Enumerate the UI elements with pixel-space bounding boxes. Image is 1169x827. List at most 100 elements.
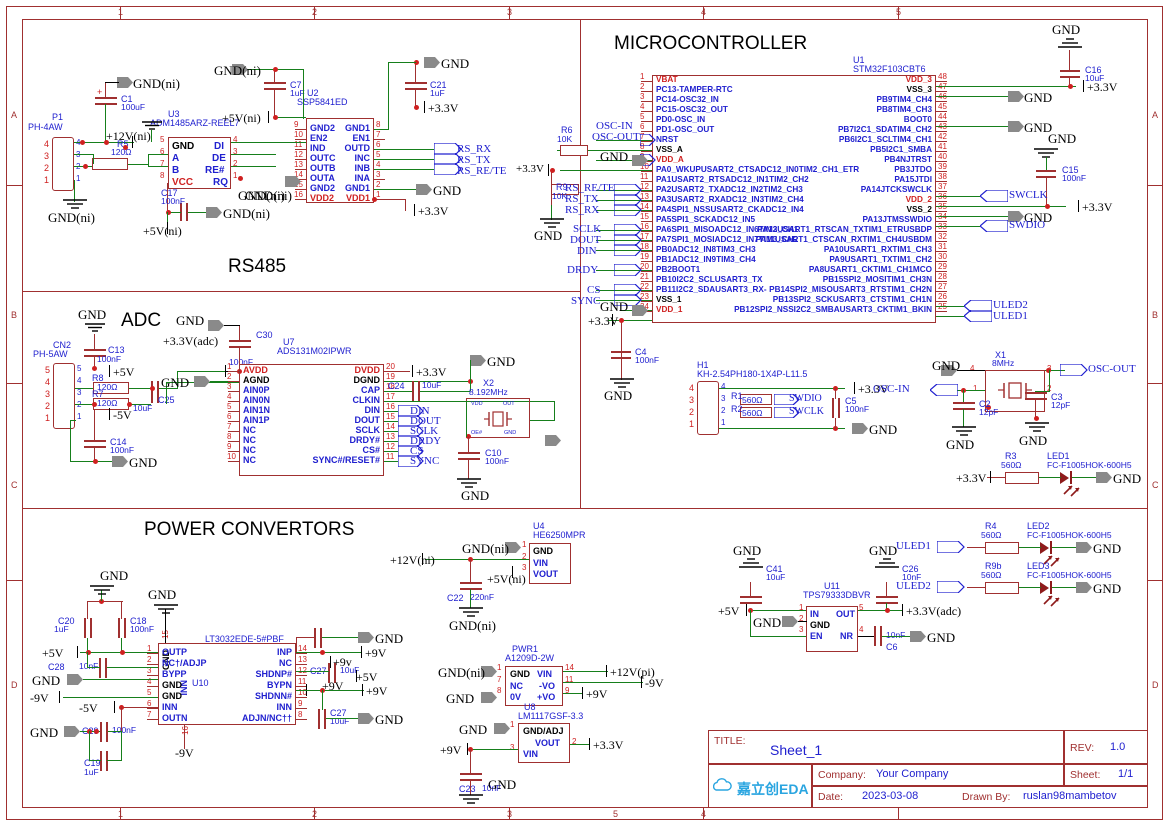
wire — [936, 86, 1076, 88]
component-u3-body[interactable] — [168, 137, 231, 189]
wire — [159, 388, 178, 390]
gnd-arrow-icon — [481, 666, 497, 677]
wire — [107, 667, 158, 669]
c14-refdes: C16 — [1085, 65, 1102, 75]
port-osc-in[interactable] — [930, 384, 958, 396]
port-sclk[interactable] — [398, 425, 424, 437]
port-uled1[interactable] — [964, 310, 992, 322]
c23-value: 10uF — [133, 403, 153, 413]
component-u11-body[interactable] — [806, 606, 858, 652]
c30-plate-bottom — [740, 602, 762, 604]
port-uled1[interactable] — [937, 541, 965, 553]
port-sync[interactable] — [614, 294, 642, 306]
port-din[interactable] — [614, 244, 642, 256]
port-uled2[interactable] — [937, 581, 965, 593]
gnd-label: GND — [600, 149, 629, 164]
component-u7-body[interactable] — [239, 364, 384, 476]
led1-symbol[interactable] — [1060, 472, 1069, 484]
junction — [120, 650, 125, 655]
port-rs-tx[interactable] — [434, 153, 462, 165]
h1-pinnum-2: 2 — [721, 406, 726, 415]
port-dout[interactable] — [614, 234, 642, 246]
u1-pinnum-15: 15 — [640, 212, 649, 221]
port-drdy[interactable] — [614, 264, 642, 276]
port-swdio[interactable] — [980, 220, 1008, 232]
wire — [87, 601, 123, 603]
port-cs[interactable] — [614, 284, 642, 296]
component-r9[interactable] — [551, 184, 579, 195]
port-din[interactable] — [398, 405, 424, 417]
port-swclk[interactable] — [980, 190, 1008, 202]
wire — [1039, 477, 1061, 479]
u10-pinnum-9: 9 — [298, 699, 303, 708]
component-r8[interactable] — [93, 382, 129, 394]
company-value: Your Company — [876, 768, 949, 780]
frame-zone-bottom-5: 5 — [613, 809, 619, 819]
gnd-label: GND — [1052, 22, 1081, 37]
component-r1[interactable] — [740, 394, 772, 405]
gnd-symbol — [1057, 36, 1083, 55]
c7-value: 1uF — [290, 88, 305, 98]
port-sync[interactable] — [398, 455, 424, 467]
u10-pin-7: OUTN — [162, 713, 188, 723]
u1-pinnum-38: 38 — [938, 172, 947, 181]
port-rs-rx[interactable] — [434, 143, 462, 155]
cn2-pinnum-4: 4 — [77, 376, 82, 385]
pin-leg — [147, 653, 158, 655]
u10-pinnum-2: 2 — [147, 655, 152, 664]
u1-pinnum-24: 24 — [640, 302, 649, 311]
port-osc-out[interactable] — [640, 154, 656, 166]
component-u10-body[interactable] — [158, 643, 296, 725]
port-swclk[interactable] — [774, 407, 800, 418]
wire — [231, 142, 306, 144]
led2-symbol[interactable] — [1040, 542, 1049, 554]
component-u8-body[interactable] — [518, 723, 570, 763]
wire — [165, 609, 167, 643]
port-drdy[interactable] — [398, 435, 424, 447]
u1-pin-7: NRST — [656, 135, 679, 144]
c5-plate-right — [838, 398, 840, 418]
pin-leg — [641, 191, 652, 193]
u1-pin-15: PA5SPI1_SCKADC12_IN5 — [656, 215, 756, 224]
port-rs-rete[interactable] — [614, 184, 642, 196]
wire — [151, 130, 153, 142]
port-cs[interactable] — [398, 445, 424, 457]
component-r9b[interactable] — [985, 582, 1019, 594]
component-r2[interactable] — [740, 407, 772, 418]
net-label-rs-tx: RS_TX — [457, 154, 491, 166]
component-p1-body[interactable] — [52, 137, 74, 191]
wire — [87, 667, 100, 669]
component-r4[interactable] — [985, 542, 1019, 554]
u4-pinnum-3: 3 — [522, 563, 527, 572]
component-r3[interactable] — [1005, 472, 1039, 484]
port-osc-in[interactable] — [640, 134, 656, 146]
net-tick — [412, 365, 414, 377]
r8-refdes: R8 — [92, 373, 104, 383]
u1-pin-12: PA2USART2_TXADC12_IN2TIM2_CH3 — [656, 185, 803, 194]
block-divider-adc-power — [22, 508, 581, 510]
pin-leg — [641, 241, 652, 243]
led3-symbol[interactable] — [1040, 582, 1049, 594]
component-u2-body[interactable] — [306, 118, 374, 203]
wire — [405, 199, 407, 211]
component-r5[interactable] — [92, 158, 128, 170]
component-h1-body[interactable] — [697, 381, 719, 435]
component-r6[interactable] — [560, 145, 588, 156]
component-pwr1-body[interactable] — [505, 666, 563, 706]
net-tick — [1083, 80, 1085, 92]
port-rs-rete[interactable] — [434, 163, 462, 175]
port-swdio[interactable] — [774, 394, 800, 405]
port-dout[interactable] — [398, 415, 424, 427]
port-sclk[interactable] — [614, 224, 642, 236]
c12-plate-top — [84, 440, 106, 442]
c2-value: 12pF — [979, 407, 999, 417]
component-u1-body[interactable] — [652, 75, 936, 323]
wire — [750, 610, 806, 612]
port-osc-out[interactable] — [1060, 364, 1088, 376]
component-cn2-body[interactable] — [53, 363, 75, 429]
port-rs-rx[interactable] — [614, 204, 642, 216]
port-rs-tx[interactable] — [614, 194, 642, 206]
pin-leg — [936, 201, 947, 203]
component-u4-body[interactable] — [529, 543, 571, 584]
port-uled2[interactable] — [964, 300, 992, 312]
